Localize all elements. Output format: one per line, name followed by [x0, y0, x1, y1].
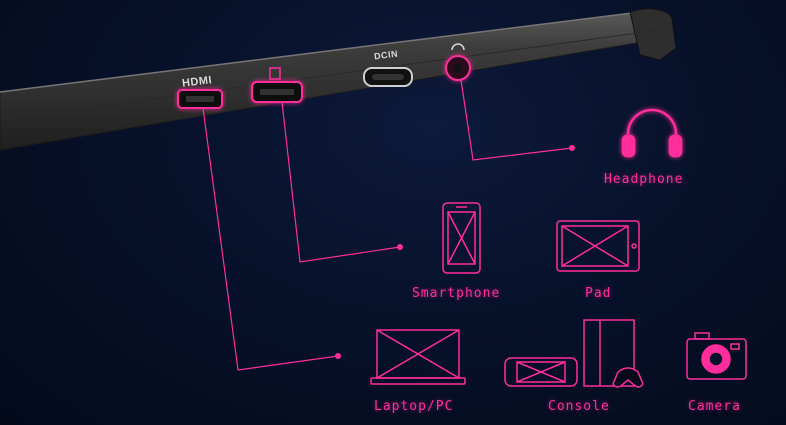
headphone-icon	[621, 108, 683, 158]
tablet-icon	[556, 220, 640, 272]
line-hdmi-to-laptop	[202, 107, 339, 371]
console-icon	[504, 319, 644, 388]
monitor-edge	[0, 8, 677, 151]
camera-icon	[686, 332, 747, 380]
connector-lines	[202, 79, 575, 371]
hdmi-port	[177, 89, 223, 109]
headphone-label: Headphone	[604, 172, 684, 187]
line-displayport-to-smartphone	[281, 101, 401, 263]
console-label: Console	[548, 399, 610, 414]
displayport-port	[251, 67, 303, 103]
smartphone-icon	[442, 202, 481, 274]
dcin-port	[363, 67, 413, 87]
smartphone-label: Smartphone	[412, 286, 501, 301]
line-audio-to-headphone	[460, 79, 573, 161]
pad-label: Pad	[585, 286, 612, 301]
camera-label: Camera	[688, 399, 741, 414]
audio-jack	[445, 43, 471, 81]
laptop-icon	[370, 329, 466, 385]
laptop-label: Laptop/PC	[374, 399, 454, 414]
